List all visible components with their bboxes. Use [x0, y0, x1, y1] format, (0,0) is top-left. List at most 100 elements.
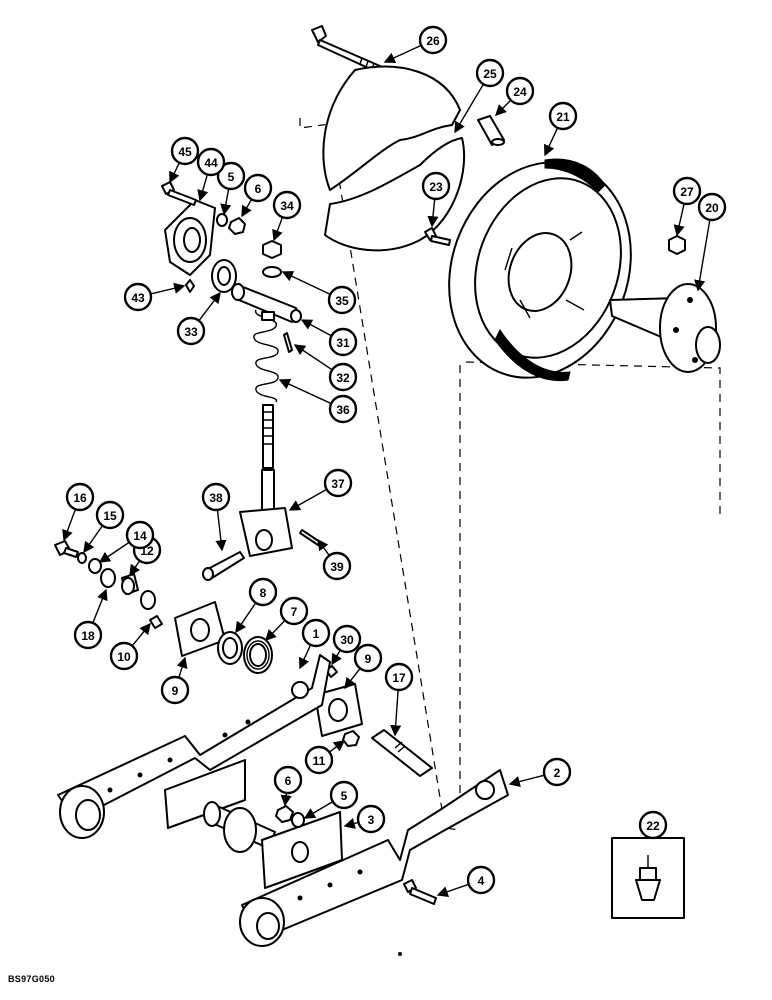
clevis-pin-38 — [202, 551, 245, 581]
callout-circle — [353, 643, 383, 673]
callout-leader — [673, 203, 685, 237]
callout-17: 17 — [384, 662, 414, 737]
callout-circle — [73, 620, 103, 650]
callout-27: 27 — [672, 176, 702, 237]
callout-leader — [454, 83, 484, 134]
callout-number: 38 — [209, 491, 223, 505]
callout-33: 33 — [176, 291, 221, 346]
callout-31: 31 — [300, 319, 358, 357]
callout-circle — [418, 25, 448, 55]
detail-inset-22 — [611, 837, 685, 919]
callout-leader — [383, 44, 422, 64]
callout-number: 23 — [429, 180, 443, 194]
callout-number: 35 — [335, 294, 349, 308]
lower-arm-2 — [239, 769, 509, 947]
callout-number: 10 — [117, 650, 131, 664]
callout-leader — [293, 344, 333, 371]
callout-leader — [694, 219, 711, 292]
fitting-43 — [185, 279, 195, 293]
callout-circle — [328, 362, 358, 392]
callout-leader — [235, 602, 257, 634]
callout-leader — [92, 588, 108, 624]
callout-circle — [176, 316, 206, 346]
plate-9-right — [314, 683, 363, 737]
nut-6-upper — [228, 217, 246, 235]
callout-leader — [150, 282, 186, 295]
nut-6-lower — [275, 805, 294, 823]
callout-9: 9 — [344, 643, 383, 690]
callout-leader — [215, 509, 227, 552]
callout-leader — [198, 291, 221, 322]
figure-code: BS97G050 — [8, 974, 55, 984]
side-plate-left-3 — [164, 759, 246, 829]
callout-circle — [322, 551, 352, 581]
callout-leader — [544, 127, 559, 157]
callout-leader — [272, 216, 284, 242]
callout-leader — [390, 689, 402, 737]
bolt-45 — [161, 181, 197, 206]
callout-number: 6 — [285, 774, 292, 788]
callout-number: 26 — [426, 34, 440, 48]
callout-circle — [384, 662, 414, 692]
bolt-23 — [424, 227, 451, 246]
callout-number: 24 — [513, 85, 527, 99]
callout-1: 1 — [298, 618, 331, 670]
callout-leader — [436, 883, 469, 898]
callout-circle — [109, 641, 139, 671]
callout-number: 21 — [556, 110, 570, 124]
callout-number: 1 — [313, 627, 320, 641]
callout-leader — [288, 488, 328, 511]
callout-leader — [300, 319, 332, 337]
threaded-rod — [262, 404, 274, 469]
callout-circle — [328, 394, 358, 424]
callout-leader — [62, 508, 77, 542]
callout-circle — [323, 468, 353, 498]
callout-circle — [201, 482, 231, 512]
callout-leader — [265, 619, 286, 642]
callout-leader — [317, 538, 330, 556]
callout-leader — [280, 792, 292, 807]
callout-32: 32 — [293, 344, 358, 392]
nut-11 — [342, 730, 360, 747]
callout-leader — [281, 271, 331, 296]
fitting-10 — [149, 615, 163, 629]
callout-7: 7 — [265, 596, 309, 642]
callout-circle — [196, 147, 226, 177]
callout-25: 25 — [454, 58, 505, 134]
callout-number: 18 — [81, 629, 95, 643]
callout-leader — [241, 198, 253, 218]
callout-number: 34 — [280, 199, 294, 213]
callout-44: 44 — [196, 147, 226, 202]
callout-circle — [273, 765, 303, 795]
callout-circle — [329, 780, 359, 810]
callout-23: 23 — [421, 171, 451, 228]
callout-43: 43 — [123, 282, 186, 312]
callout-number: 43 — [131, 291, 145, 305]
callout-number: 16 — [73, 491, 87, 505]
callout-number: 36 — [336, 403, 350, 417]
washers-18 — [100, 568, 156, 610]
callout-number: 8 — [260, 586, 267, 600]
callout-circle — [638, 810, 668, 840]
shaft-with-collar — [203, 801, 276, 853]
callout-circle — [466, 865, 496, 895]
nut-34 — [262, 240, 282, 259]
cotter-pin-32 — [283, 332, 293, 353]
cotter-pin-39 — [299, 529, 321, 546]
callout-14: 14 — [98, 520, 155, 563]
callout-3: 3 — [343, 804, 386, 834]
callout-leader — [129, 560, 141, 577]
pivot-pin-31 — [231, 283, 302, 323]
callout-leader — [328, 740, 346, 753]
callout-number: 5 — [228, 170, 235, 184]
callout-number: 15 — [103, 509, 117, 523]
callout-circle — [332, 624, 362, 654]
callout-leader — [197, 174, 209, 202]
washer-33 — [211, 259, 237, 293]
callouts: 1234556678991011121415161718202122232425… — [62, 25, 727, 898]
callout-circle — [304, 745, 334, 775]
callout-5: 5 — [216, 161, 246, 216]
callout-leader — [508, 774, 545, 788]
callout-circle — [279, 596, 309, 626]
callout-37: 37 — [288, 468, 353, 511]
